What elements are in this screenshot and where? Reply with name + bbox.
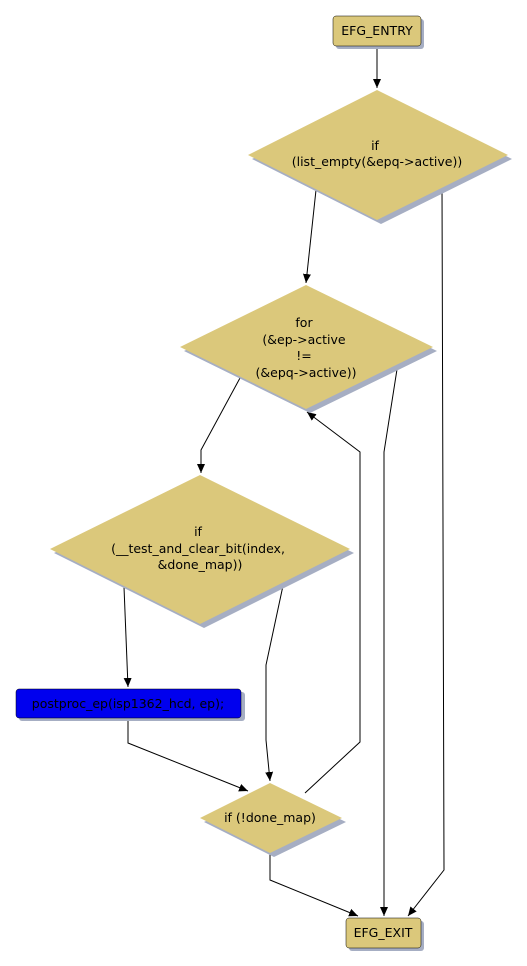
edge-if-done-map-to-for — [304, 411, 361, 794]
node-entry-label: EFG_ENTRY — [341, 23, 413, 38]
node-if-test-clear-line-1: if — [194, 524, 202, 539]
edge-if-list-empty-to-exit — [407, 185, 445, 917]
node-if-done-map: if (!done_map) — [200, 783, 346, 857]
node-if-list-empty-line-1: if — [371, 138, 379, 153]
node-for-line-4: (&epq->active)) — [256, 365, 357, 380]
node-exit: EFG_EXIT — [345, 917, 424, 951]
edge-if-test-clear-to-postproc — [123, 586, 132, 688]
node-for-line-2: (&ep->active — [262, 332, 346, 347]
node-if-done-map-label: if (!done_map) — [224, 810, 316, 825]
node-for-loop: for (&ep->active != (&epq->active)) — [180, 285, 437, 413]
edge-if-test-clear-to-if-done-map — [265, 580, 285, 782]
node-postproc: postproc_ep(isp1362_hcd, ep); — [15, 688, 245, 721]
edge-postproc-to-if-done-map — [127, 717, 249, 792]
edge-for-to-if-test-clear — [197, 377, 241, 473]
node-entry: EFG_ENTRY — [332, 15, 424, 49]
node-if-list-empty-line-2: (list_empty(&epq->active)) — [292, 154, 463, 169]
edge-for-to-exit — [380, 362, 399, 916]
svg-text:if (__test_and_clear_bit: if (__test_and_clear_bit(index, &done_ma… — [111, 524, 289, 572]
svg-text:if (list_empty(&epq->act: if (list_empty(&epq->active)) — [292, 138, 463, 169]
edge-if-done-map-to-exit — [269, 852, 359, 917]
edge-if-list-empty-to-for — [302, 189, 317, 284]
node-for-line-1: for — [295, 315, 313, 330]
node-if-test-clear-line-3: &done_map)) — [158, 557, 243, 572]
node-if-list-empty: if (list_empty(&epq->active)) — [248, 90, 512, 224]
edges — [123, 46, 445, 917]
node-exit-label: EFG_EXIT — [354, 925, 413, 940]
node-if-test-clear: if (__test_and_clear_bit(index, &done_ma… — [50, 475, 354, 628]
node-if-test-clear-line-2: (__test_and_clear_bit(index, — [111, 541, 285, 556]
node-for-line-3: != — [296, 348, 312, 363]
svg-text:for (&ep->active !: for (&ep->active != (&epq->active)) — [256, 315, 357, 380]
node-postproc-label: postproc_ep(isp1362_hcd, ep); — [32, 696, 224, 711]
